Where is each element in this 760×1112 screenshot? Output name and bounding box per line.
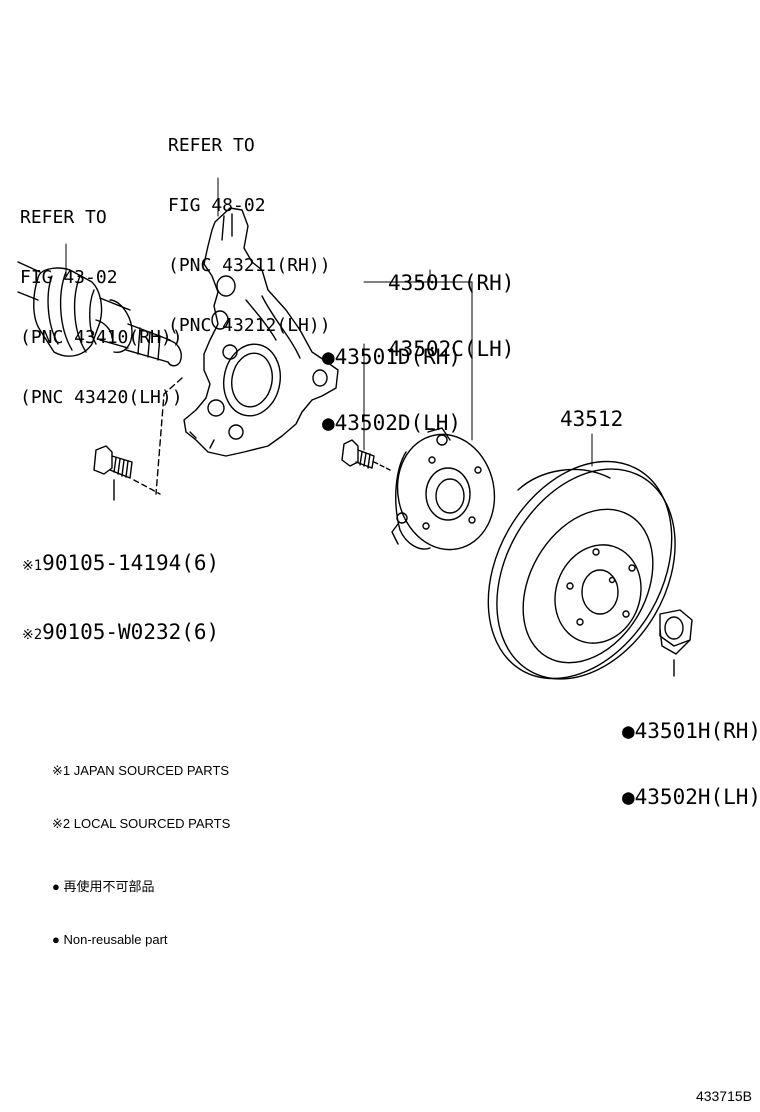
nut-part-number[interactable]: ●43501H(RH) ●43502H(LH) bbox=[622, 676, 760, 830]
hub-nut-drawing bbox=[659, 609, 693, 677]
legend-mark-2: ※2 bbox=[52, 816, 71, 831]
hub-part-number[interactable]: 43501C(RH) 43502C(LH) bbox=[388, 228, 514, 382]
brake-rotor-drawing bbox=[487, 460, 676, 680]
legend-mark-1: ※1 bbox=[52, 763, 71, 778]
knuckle-ref-line-1: REFER TO bbox=[168, 135, 255, 156]
shaft-ref-line-3: (PNC 43410(RH)) bbox=[20, 327, 183, 348]
legend-item-nonreusable-en: ● Non-reusable part bbox=[52, 931, 230, 948]
bolt-part-mark-2: ※2 bbox=[22, 627, 43, 643]
legend-item-japan: ※1 JAPAN SOURCED PARTS bbox=[52, 762, 230, 779]
legend-text-2: LOCAL SOURCED PARTS bbox=[73, 816, 231, 831]
hub-part-rh[interactable]: 43501C(RH) bbox=[388, 271, 515, 295]
bolt-part-mark-1: ※1 bbox=[22, 558, 43, 574]
legend: ※1 JAPAN SOURCED PARTS ※2 LOCAL SOURCED … bbox=[52, 728, 230, 965]
shaft-ref-line-2: FIG 43-02 bbox=[20, 267, 118, 288]
hub-bearing-drawing bbox=[391, 427, 496, 551]
knuckle-reference-label: REFER TO FIG 48-02 (PNC 43211(RH)) (PNC … bbox=[168, 96, 331, 356]
legend-text-3: 再使用不可部品 bbox=[63, 879, 155, 894]
drive-shaft-drawing bbox=[17, 261, 182, 367]
hub-part-lh[interactable]: 43502C(LH) bbox=[388, 337, 515, 361]
rotor-part-number[interactable]: 43512 bbox=[560, 407, 624, 431]
hub-bolt-drawing bbox=[341, 439, 391, 471]
knuckle-ref-line-3: (PNC 43211(RH)) bbox=[168, 255, 331, 276]
hub-bolt-part-number[interactable]: ●43501D(RH) ●43502D(LH) bbox=[322, 302, 461, 456]
nut-part-rh[interactable]: ●43501H(RH) bbox=[622, 719, 760, 743]
nut-part-lh[interactable]: ●43502H(LH) bbox=[622, 785, 760, 809]
shaft-ref-line-1: REFER TO bbox=[20, 207, 107, 228]
steering-knuckle-drawing bbox=[183, 207, 339, 457]
bolt-part-row-1[interactable]: ※190105-14194(6) bbox=[22, 552, 219, 577]
shaft-reference-label: REFER TO FIG 43-02 (PNC 43410(RH)) (PNC … bbox=[20, 168, 183, 428]
alignment-dashed-line bbox=[155, 377, 183, 495]
shaft-ref-line-4: (PNC 43420(LH)) bbox=[20, 387, 183, 408]
legend-item-local: ※2 LOCAL SOURCED PARTS bbox=[52, 815, 230, 832]
knuckle-ref-line-4: (PNC 43212(LH)) bbox=[168, 315, 331, 336]
legend-mark-4: ● bbox=[52, 932, 60, 947]
legend-mark-3: ● bbox=[52, 879, 60, 894]
bolt-part-text-1[interactable]: 90105-14194(6) bbox=[42, 551, 220, 575]
bolt-part-number[interactable]: ※190105-14194(6) ※290105-W0232(6) bbox=[22, 508, 219, 668]
legend-text-1: JAPAN SOURCED PARTS bbox=[73, 763, 230, 778]
knuckle-bolt-drawing bbox=[93, 445, 161, 501]
hub-bolt-part-lh[interactable]: ●43502D(LH) bbox=[322, 411, 462, 435]
knuckle-ref-line-2: FIG 48-02 bbox=[168, 195, 266, 216]
leader-lines bbox=[65, 177, 593, 467]
legend-item-nonreusable-jp: ● 再使用不可部品 bbox=[52, 878, 230, 895]
legend-text-4: Non-reusable part bbox=[63, 932, 168, 947]
figure-id: 433715B bbox=[695, 1088, 752, 1104]
hub-bolt-part-rh[interactable]: ●43501D(RH) bbox=[322, 345, 462, 369]
bolt-part-row-2[interactable]: ※290105-W0232(6) bbox=[22, 621, 219, 646]
bolt-part-text-2[interactable]: 90105-W0232(6) bbox=[42, 620, 220, 644]
